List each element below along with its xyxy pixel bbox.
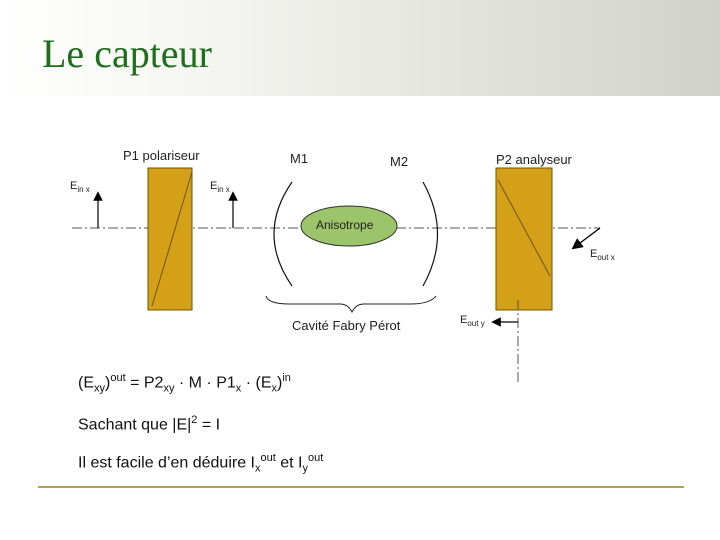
equation-transfer: (Exy)out = P2xy · M · P1x · (Ex)in bbox=[78, 372, 291, 395]
p1-diagonal bbox=[151, 171, 193, 307]
mirror-m1 bbox=[273, 181, 293, 287]
p2-analyser-block bbox=[495, 167, 553, 311]
footer-rule bbox=[38, 486, 684, 488]
eout-x-arrow bbox=[571, 227, 601, 250]
title-banner bbox=[0, 0, 720, 96]
sample-label: Anisotrope bbox=[316, 218, 374, 232]
p2-diagonal bbox=[497, 179, 551, 277]
equation-intensity: Sachant que |E|2 = I bbox=[78, 414, 221, 434]
mirror-m2 bbox=[422, 181, 438, 287]
cavity-brace bbox=[265, 295, 437, 314]
m2-label: M2 bbox=[390, 154, 409, 169]
m1-label: M1 bbox=[290, 151, 309, 166]
p1-label: P1 polariseur bbox=[123, 148, 200, 163]
equation-deduction: Il est facile d’en déduire Ixout et Iyou… bbox=[78, 452, 324, 475]
cavity-label: Cavité Fabry Pérot bbox=[292, 318, 401, 333]
p2-label: P2 analyseur bbox=[496, 152, 572, 167]
slide-title: Le capteur bbox=[42, 31, 212, 76]
eout-y-label: Eout y bbox=[460, 314, 485, 328]
anisotropic-sample bbox=[300, 205, 398, 247]
eout-x-label: Eout x bbox=[590, 248, 615, 262]
ein-mid-label: Ein x bbox=[210, 180, 230, 194]
p1-polariser-block bbox=[147, 167, 193, 311]
ein-left-label: Ein x bbox=[70, 180, 90, 194]
